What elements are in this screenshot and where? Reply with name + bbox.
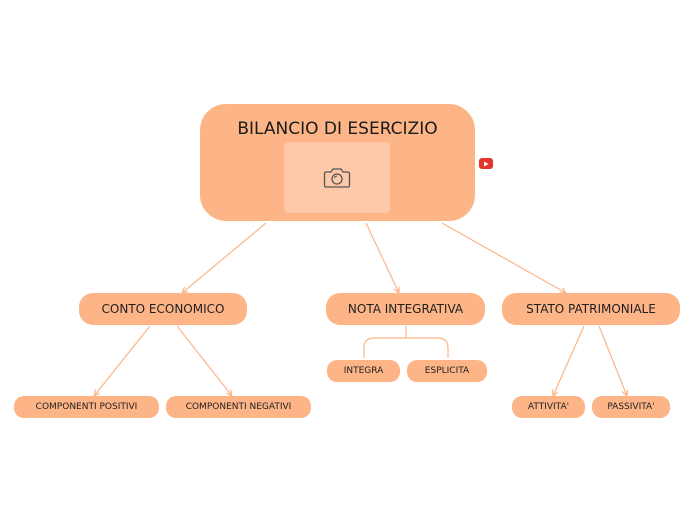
- connector-root-conto-economico: [182, 222, 267, 293]
- node-label: ATTIVITA': [527, 402, 570, 412]
- node-stato-patrimoniale[interactable]: STATO PATRIMONIALE: [502, 293, 680, 325]
- connector-ce-positivi: [94, 325, 151, 396]
- root-connectors: [182, 222, 566, 293]
- node-label: INTEGRA: [343, 366, 384, 376]
- connector-ce-negativi: [176, 325, 232, 396]
- node-integra[interactable]: INTEGRA: [327, 360, 400, 382]
- node-label: COMPONENTI NEGATIVI: [185, 402, 292, 412]
- node-label: PASSIVITA': [607, 402, 655, 412]
- connector-root-stato-patrimoniale: [441, 222, 566, 293]
- camera-icon: [323, 167, 351, 188]
- node-label: NOTA INTEGRATIVA: [347, 302, 464, 316]
- node-nota-integrativa[interactable]: NOTA INTEGRATIVA: [326, 293, 485, 325]
- node-label: CONTO ECONOMICO: [101, 302, 225, 316]
- node-passivita[interactable]: PASSIVITA': [592, 396, 670, 418]
- node-esplicita[interactable]: ESPLICITA: [407, 360, 487, 382]
- node-attivita[interactable]: ATTIVITA': [512, 396, 585, 418]
- connector-sp-passivita: [598, 325, 627, 396]
- youtube-icon[interactable]: [479, 158, 493, 169]
- connector-sp-attivita: [553, 325, 585, 396]
- node-label: COMPONENTI POSITIVI: [35, 402, 138, 412]
- root-node[interactable]: BILANCIO DI ESERCIZIO: [200, 104, 475, 221]
- node-componenti-negativi[interactable]: COMPONENTI NEGATIVI: [166, 396, 311, 418]
- connector-nota-bracket: [363, 326, 449, 358]
- node-conto-economico[interactable]: CONTO ECONOMICO: [79, 293, 247, 325]
- image-placeholder[interactable]: [284, 142, 390, 213]
- node-componenti-positivi[interactable]: COMPONENTI POSITIVI: [14, 396, 159, 418]
- connector-root-nota-integrativa: [365, 222, 399, 293]
- node-label: ESPLICITA: [424, 366, 470, 376]
- root-title: BILANCIO DI ESERCIZIO: [237, 119, 438, 139]
- play-icon: [484, 161, 489, 166]
- node-label: STATO PATRIMONIALE: [526, 302, 656, 316]
